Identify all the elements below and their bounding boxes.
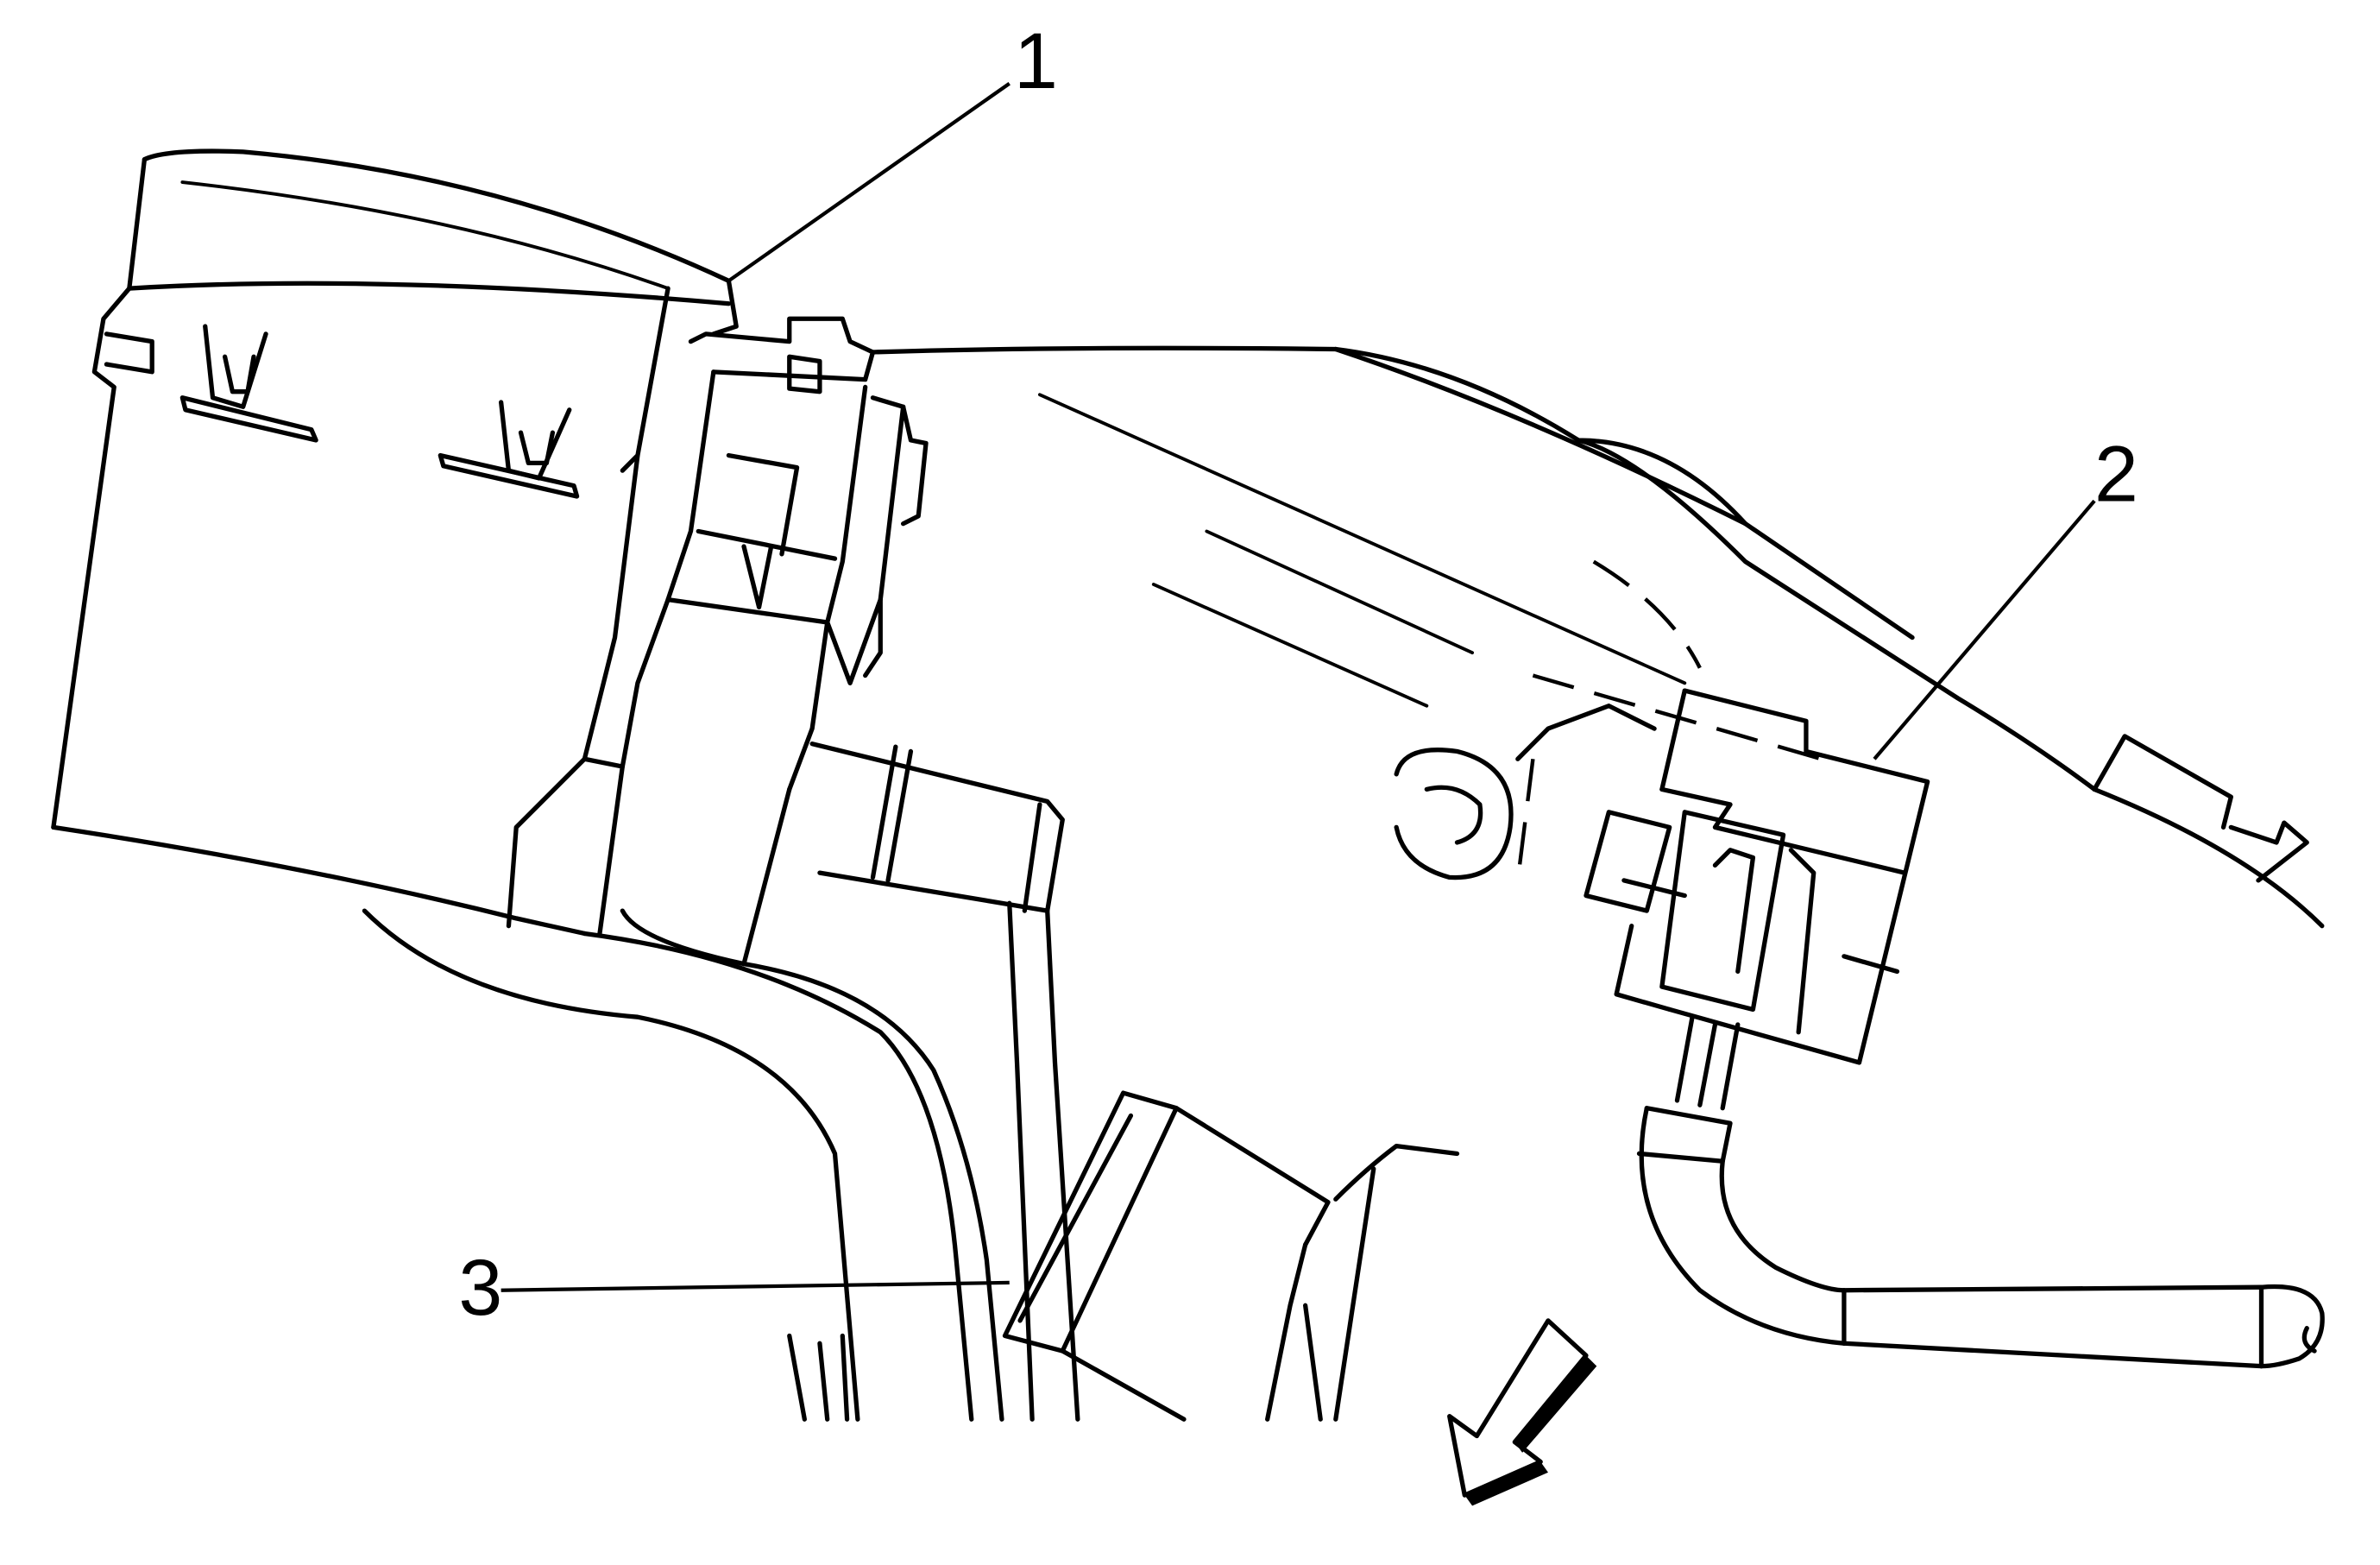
part-1-cylindrical-housing: [51, 148, 739, 937]
callout-2: 2: [2094, 430, 2138, 518]
direction-arrow-icon: [1447, 1318, 1597, 1506]
upper-pipe: [870, 345, 2325, 929]
callout-1: 1: [1014, 17, 1058, 105]
lower-tubes: [362, 900, 1080, 1422]
part-3-hose-coupling: [1002, 1090, 1460, 1422]
callout-3: 3: [458, 1244, 502, 1332]
leader-line-2: [1873, 499, 2096, 760]
leader-line-3: [501, 1280, 1010, 1292]
part-2-electrical-connector: [1394, 688, 2325, 1369]
leader-line-1: [727, 81, 1011, 283]
bracket-assembly: [620, 316, 1065, 967]
